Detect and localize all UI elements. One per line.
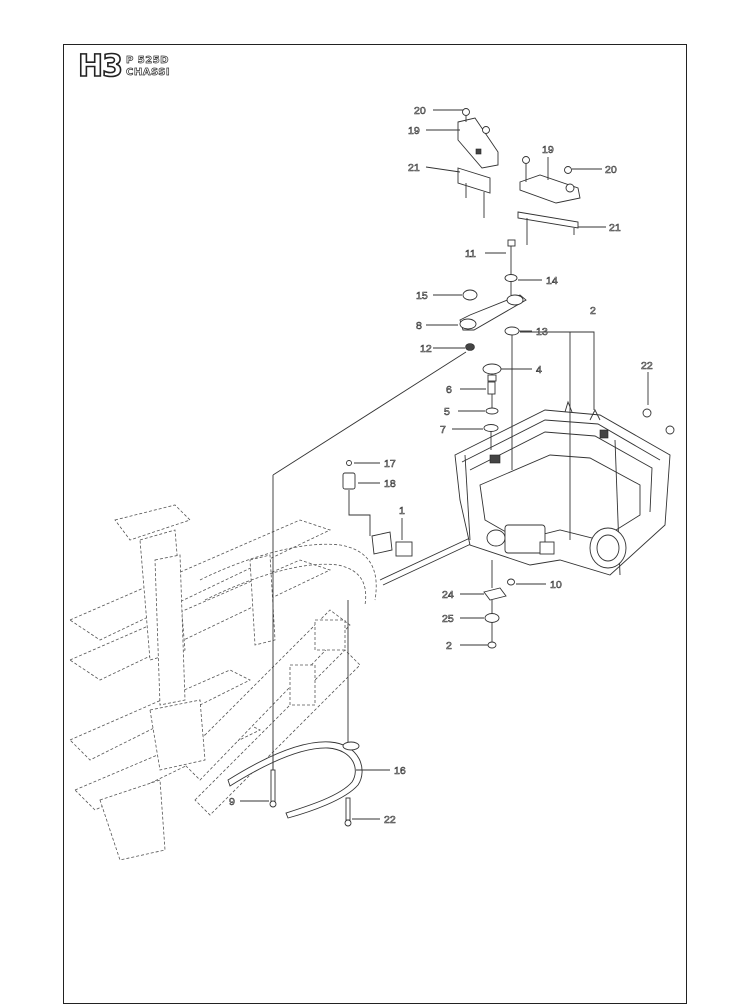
- callout-16: 16: [394, 765, 406, 777]
- callout-2: 2: [590, 305, 596, 317]
- callout-5: 5: [444, 406, 450, 418]
- callout-12: 12: [420, 343, 432, 355]
- callout-2: 2: [446, 640, 452, 652]
- pivot-bucket: [454, 400, 675, 576]
- section-subtitle: CHASSI: [126, 67, 171, 78]
- callout-20: 20: [414, 105, 426, 117]
- callout-22: 22: [641, 360, 653, 372]
- callout-20: 20: [605, 164, 617, 176]
- callout-6: 6: [446, 384, 452, 396]
- bow-bar: [227, 475, 363, 827]
- lower-pivot-parts: [483, 560, 515, 649]
- callout-13: 13: [536, 326, 548, 338]
- callout-9: 9: [229, 796, 235, 808]
- callout-21: 21: [609, 222, 621, 234]
- callout-21: 21: [408, 162, 420, 174]
- callout-labels: 20 19 21 19 20 21 11 14 15 8 13 2 12 4 2…: [229, 105, 653, 827]
- callout-18: 18: [384, 478, 396, 490]
- callout-24: 24: [442, 589, 454, 601]
- callout-11: 11: [465, 248, 476, 260]
- diagram-frame: [63, 44, 687, 1004]
- model-name: P 525D: [126, 55, 169, 66]
- upper-clamp-right: [517, 156, 581, 245]
- callout-7: 7: [440, 424, 446, 436]
- callout-19: 19: [542, 144, 554, 156]
- upper-clamp-left: [457, 108, 499, 218]
- callout-25: 25: [442, 613, 454, 625]
- callout-22: 22: [384, 814, 396, 826]
- callout-14: 14: [546, 275, 558, 287]
- leader-lines: [240, 109, 649, 820]
- chassis-frame-ghost: [69, 504, 474, 861]
- section-code: H3: [77, 49, 124, 84]
- callout-8: 8: [416, 320, 422, 332]
- callout-4: 4: [536, 364, 542, 376]
- callout-15: 15: [416, 290, 428, 302]
- callout-1: 1: [399, 505, 405, 517]
- callout-19: 19: [408, 125, 420, 137]
- callout-10: 10: [550, 579, 562, 591]
- callout-17: 17: [384, 458, 396, 470]
- bushing-parts: [342, 460, 413, 557]
